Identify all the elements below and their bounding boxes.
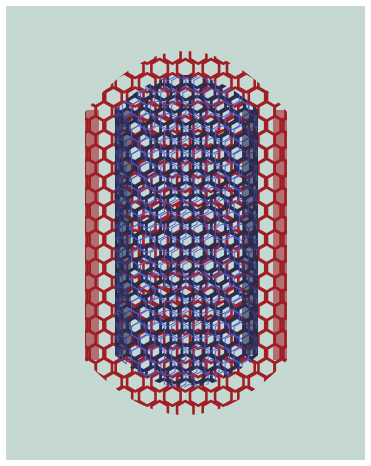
inner-tube-right-wall <box>242 110 258 355</box>
outer-tube-left-edge <box>85 110 99 360</box>
inner-tube-left-wall <box>115 110 131 355</box>
outer-tube-right-edge <box>273 110 287 360</box>
